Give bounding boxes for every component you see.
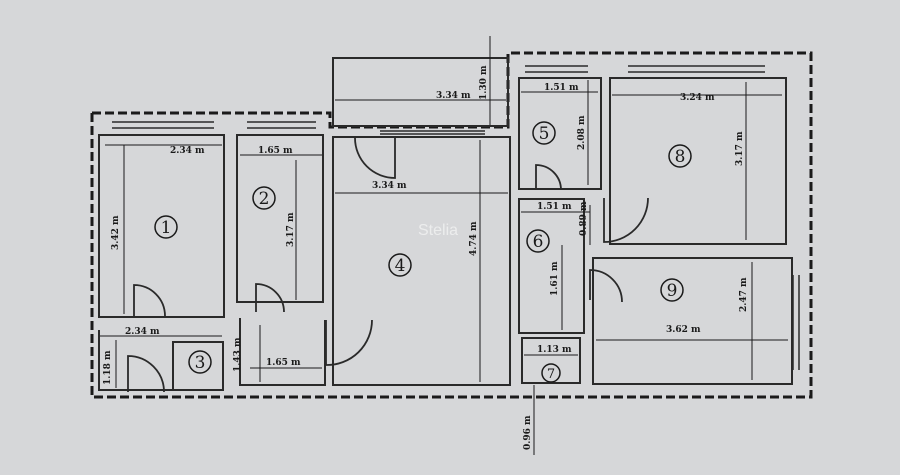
room-9-number: 9 bbox=[667, 281, 678, 301]
room-6-lower-height-label: 1.61 m bbox=[550, 261, 560, 296]
room-5-width-label: 1.51 m bbox=[544, 83, 579, 93]
room-circles bbox=[154, 121, 692, 383]
walls bbox=[98, 57, 793, 391]
hall-width-label: 1.65 m bbox=[266, 358, 301, 368]
room-4-height-label: 4.74 m bbox=[469, 221, 479, 256]
room-5-number: 5 bbox=[539, 124, 550, 144]
room-2-height-label: 3.17 m bbox=[286, 212, 296, 247]
room-4-width-label: 3.34 m bbox=[372, 181, 407, 191]
balcony-width-label: 3.34 m bbox=[436, 91, 471, 101]
room-4-number: 4 bbox=[395, 256, 406, 276]
room-8-number: 8 bbox=[675, 147, 686, 167]
windows bbox=[112, 65, 800, 370]
room-numbers: 1 2 3 4 5 6 7 8 9 bbox=[161, 124, 686, 382]
room-8-height-label: 3.17 m bbox=[735, 131, 745, 166]
room-5-height-label: 2.08 m bbox=[577, 115, 587, 150]
room-7-number: 7 bbox=[547, 367, 555, 382]
room-3-width-label: 2.34 m bbox=[125, 327, 160, 337]
room-8-width-label: 3.24 m bbox=[680, 93, 715, 103]
room-1-height-label: 3.42 m bbox=[111, 215, 121, 250]
room-1-width-label: 2.34 m bbox=[170, 146, 205, 156]
room-2-width-label: 1.65 m bbox=[258, 146, 293, 156]
outer-boundary bbox=[90, 51, 813, 399]
room-7-width-label: 1.13 m bbox=[537, 345, 572, 355]
room-9-width-label: 3.62 m bbox=[666, 325, 701, 335]
dimension-labels: 2.34 m 3.42 m 1.65 m 3.17 m 2.34 m 1.18 … bbox=[103, 65, 749, 450]
bottom-offset-label: 0.96 m bbox=[523, 415, 533, 450]
hall-height-label: 1.43 m bbox=[233, 337, 243, 372]
room-6-height-label: 0.89 m bbox=[579, 201, 589, 236]
room-3-height-label: 1.18 m bbox=[103, 350, 113, 385]
dimension-lines bbox=[100, 36, 788, 455]
room-2-number: 2 bbox=[259, 189, 270, 209]
room-6-width-label: 1.51 m bbox=[537, 202, 572, 212]
room-1-number: 1 bbox=[161, 218, 172, 238]
room-3-number: 3 bbox=[195, 353, 206, 373]
watermark-text: Stelia bbox=[418, 222, 458, 239]
balcony-height-label: 1.30 m bbox=[479, 65, 489, 100]
room-9-height-label: 2.47 m bbox=[739, 277, 749, 312]
room-6-number: 6 bbox=[533, 232, 544, 252]
door-swings bbox=[127, 137, 649, 393]
